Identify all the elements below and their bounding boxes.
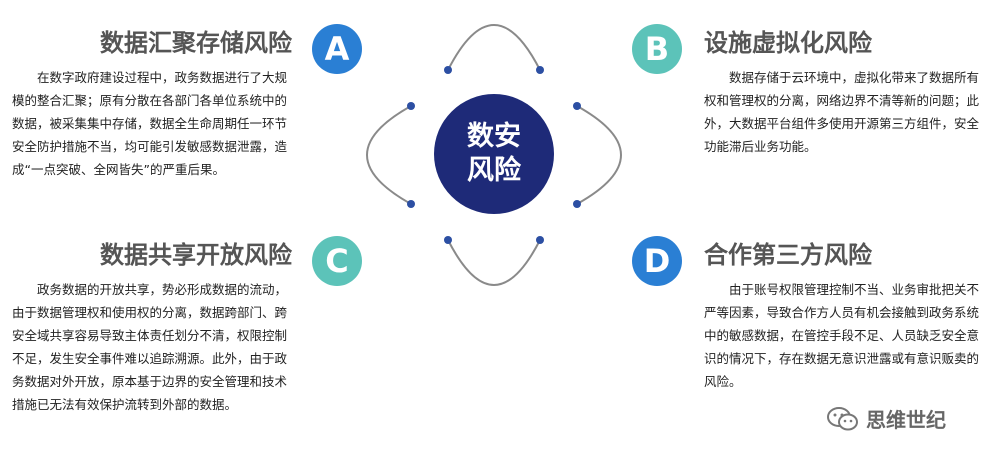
arc-top (447, 24, 541, 71)
arc-dot (407, 102, 415, 110)
arc-bottom (447, 239, 541, 286)
section-c: 数据共享开放风险 政务数据的开放共享，势必形成数据的流动，由于数据管理权和使用权… (12, 240, 292, 416)
arc-dot (536, 66, 544, 74)
arc-dot (444, 66, 452, 74)
section-b-text: 数据存储于云环境中，虚拟化带来了数据所有权和管理权的分离，网络边界不清等新的问题… (704, 70, 980, 154)
section-d-text: 由于账号权限管理控制不当、业务审批把关不严等因素，导致合作方人员有机会接触到政务… (704, 282, 980, 389)
badge-d: D (632, 236, 682, 286)
arc-dot (444, 236, 452, 244)
wechat-icon (827, 406, 858, 430)
section-a-text: 在数字政府建设过程中，政务数据进行了大规模的整合汇聚；原有分散在各部门各单位系统… (12, 70, 288, 177)
arc-right (576, 105, 622, 205)
section-c-title: 数据共享开放风险 (100, 241, 292, 269)
section-a: 数据汇聚存储风险 在数字政府建设过程中，政务数据进行了大规模的整合汇聚；原有分散… (12, 28, 292, 181)
center-line-2: 风险 (467, 155, 521, 186)
watermark: 思维世纪 (826, 404, 946, 433)
arc-dot (407, 200, 415, 208)
center-circle: 数安 风险 (434, 94, 554, 214)
arc-dot (573, 102, 581, 110)
section-d: 合作第三方风险 由于账号权限管理控制不当、业务审批把关不严等因素，导致合作方人员… (704, 240, 980, 393)
badge-c: C (312, 236, 362, 286)
section-b-title: 设施虚拟化风险 (704, 29, 872, 57)
center-line-1: 数安 (467, 121, 521, 152)
watermark-text: 思维世纪 (866, 408, 946, 432)
badge-b: B (632, 24, 682, 74)
section-d-title: 合作第三方风险 (704, 241, 872, 269)
section-b: 设施虚拟化风险 数据存储于云环境中，虚拟化带来了数据所有权和管理权的分离，网络边… (704, 28, 980, 158)
arc-left (366, 105, 412, 205)
badge-a: A (312, 24, 362, 74)
section-c-text: 政务数据的开放共享，势必形成数据的流动，由于数据管理权和使用权的分离，数据跨部门… (12, 282, 288, 412)
section-a-title: 数据汇聚存储风险 (100, 29, 292, 57)
arc-dot (573, 200, 581, 208)
arc-dot (536, 236, 544, 244)
